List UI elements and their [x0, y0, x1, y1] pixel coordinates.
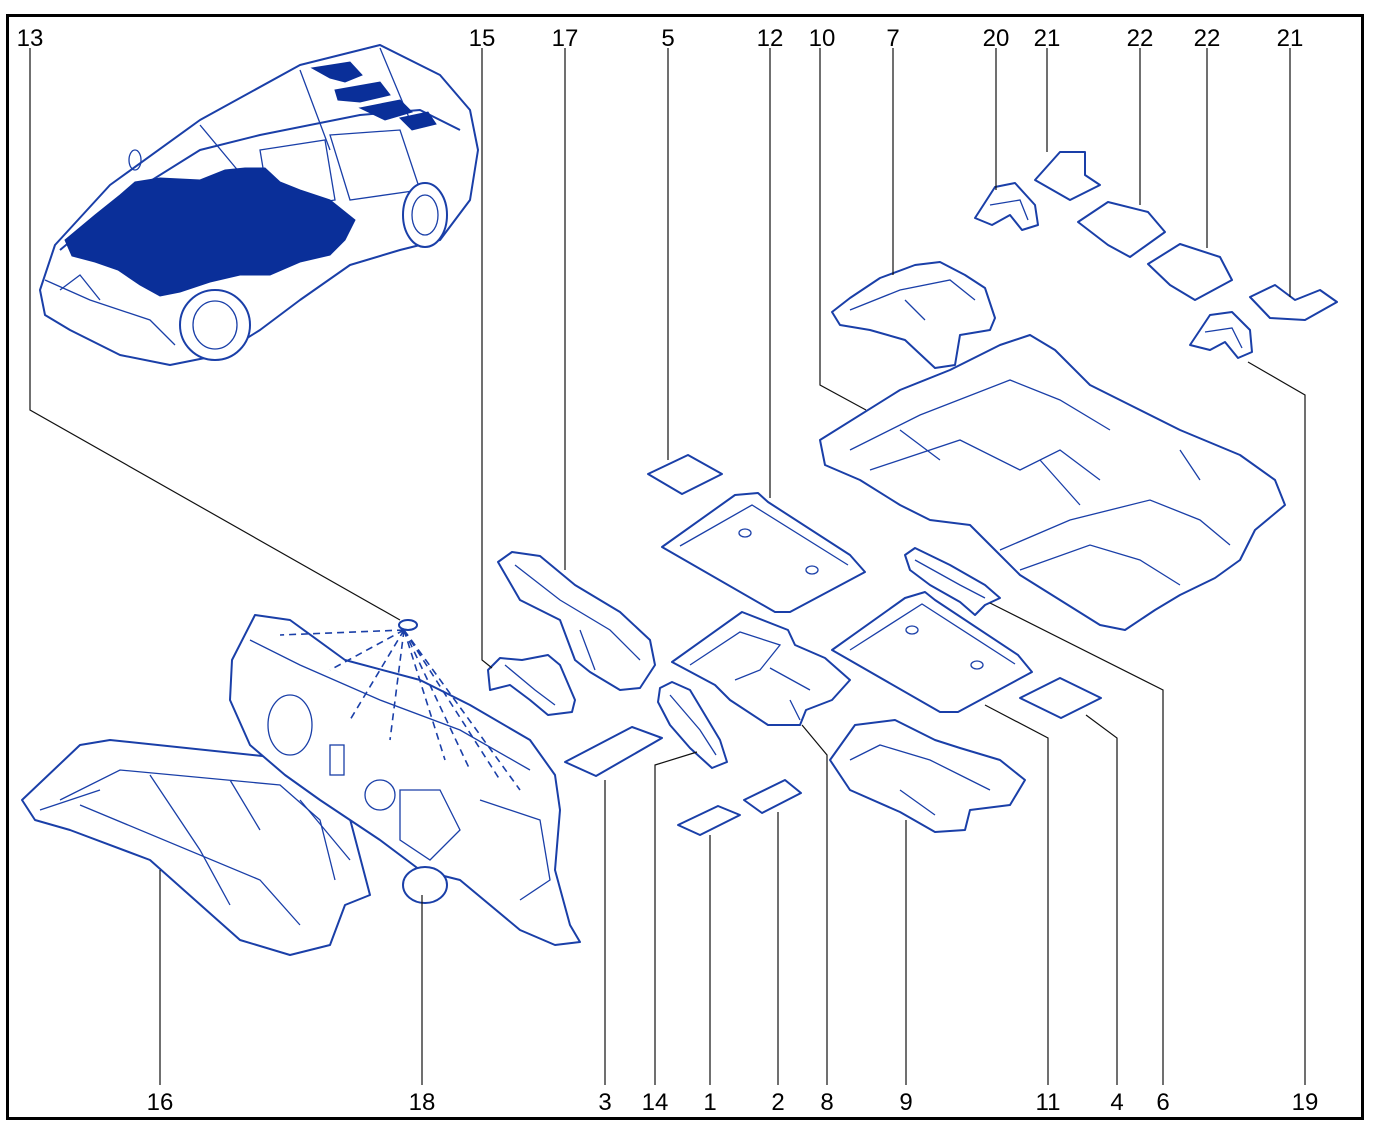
part-7-tunnel-insulator [831, 261, 996, 369]
pad-3 [564, 726, 663, 777]
part-10-main-carpet [819, 334, 1286, 631]
callout-18: 18 [409, 1089, 436, 1116]
part-19-bracket [1189, 311, 1253, 359]
part-14-side-insulator [657, 681, 728, 769]
callout-13: 13 [17, 25, 44, 52]
reference-car-illustration [39, 44, 479, 366]
callout-8: 8 [820, 1089, 833, 1116]
pad-5 [647, 454, 723, 495]
callout-3: 3 [598, 1089, 611, 1116]
callouts-top: 13 15 17 5 12 10 7 20 21 22 22 21 [17, 25, 1304, 52]
callout-5: 5 [661, 25, 674, 52]
callout-15: 15 [469, 25, 496, 52]
part-20-bracket [974, 182, 1039, 231]
callout-9: 9 [899, 1089, 912, 1116]
callout-7: 7 [886, 25, 899, 52]
part-17-dash-insulator [497, 551, 656, 691]
part-22-pad-b [1147, 243, 1233, 301]
callout-20: 20 [983, 25, 1010, 52]
pad-1 [677, 805, 741, 836]
callout-22a: 22 [1127, 25, 1154, 52]
callout-21b: 21 [1277, 25, 1304, 52]
part-21-pad-a [1034, 151, 1101, 201]
part-11-rear-floor-insulator [831, 591, 1033, 713]
callout-14: 14 [642, 1089, 669, 1116]
callout-10: 10 [809, 25, 836, 52]
callout-17: 17 [552, 25, 579, 52]
part-12-front-floor-insulator [661, 492, 866, 613]
callout-19: 19 [1292, 1089, 1319, 1116]
callout-1: 1 [703, 1089, 716, 1116]
pad-2 [743, 779, 802, 814]
callout-11: 11 [1036, 1089, 1061, 1116]
callouts-bottom: 16 18 3 14 1 2 8 9 11 4 6 19 [147, 1089, 1319, 1116]
callout-2: 2 [771, 1089, 784, 1116]
callout-12: 12 [757, 25, 784, 52]
part-6-tunnel-insulator [904, 547, 1001, 616]
callout-16: 16 [147, 1089, 174, 1116]
part-21-pad-b [1249, 284, 1338, 321]
part-22-pad-a [1077, 201, 1166, 258]
part-9-rear-floor-mat [829, 719, 1026, 833]
callout-21a: 21 [1034, 25, 1061, 52]
part-8-front-floor-mat [671, 611, 851, 726]
pad-4 [1019, 677, 1102, 719]
callout-6: 6 [1156, 1089, 1169, 1116]
callout-4: 4 [1110, 1089, 1123, 1116]
part-16-undertray [21, 739, 371, 956]
part-15-insulator [487, 654, 576, 716]
callout-22b: 22 [1194, 25, 1221, 52]
part-18-bulkhead-insulator [229, 614, 581, 946]
leader-lines [29, 48, 1306, 1085]
